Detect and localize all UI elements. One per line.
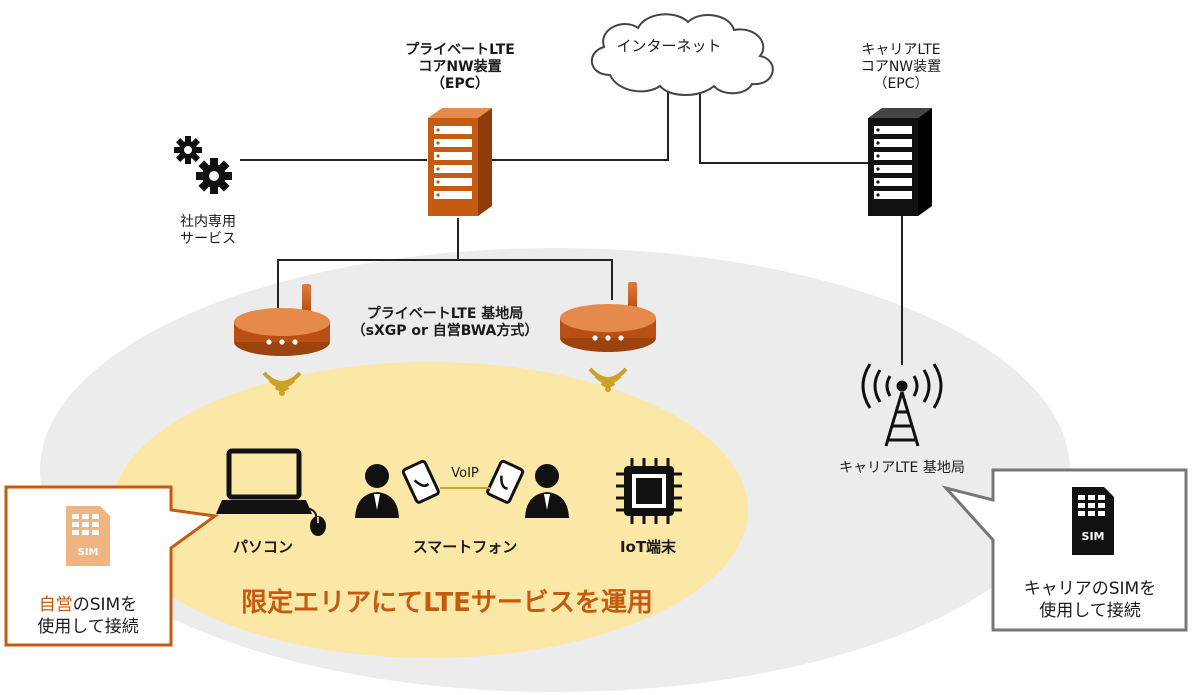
private-lte-area <box>112 362 748 658</box>
wifi-signal-left-icon <box>262 371 302 396</box>
own-sim-callout-box <box>4 485 219 647</box>
iot-chip-icon <box>616 458 682 524</box>
carrier-sim-callout-line2: 使用して接続 <box>1039 601 1141 622</box>
carrier-base-station-label: キャリアLTE 基地局 <box>839 460 965 476</box>
own-sim-card-icon <box>66 506 110 566</box>
smartphone-users-icon <box>355 459 569 518</box>
internal-service-label-line1: 社内専用 <box>180 214 236 230</box>
private-base-station-left-icon <box>234 284 330 356</box>
own-sim-callout-text: 自営のSIMを 使用して接続 <box>8 594 168 638</box>
gears-icon <box>174 136 232 194</box>
smartphone-label: スマートフォン <box>412 538 518 556</box>
private-epc-label-line2: コアNW装置 <box>418 58 502 75</box>
private-epc-server-icon <box>428 108 492 216</box>
own-sim-highlight: 自営 <box>38 595 73 615</box>
own-sim-icon-text: SIM <box>77 547 99 558</box>
laptop-icon <box>216 448 326 536</box>
carrier-epc-label: キャリアLTE コアNW装置 （EPC） <box>830 42 972 92</box>
internet-cloud-icon <box>591 13 774 96</box>
private-epc-label-line3: （EPC） <box>430 75 490 92</box>
own-sim-callout-line1: 自営のSIMを <box>8 594 168 616</box>
carrier-sim-callout-line1: キャリアのSIMを <box>1023 579 1157 599</box>
own-sim-line1-rest: のSIMを <box>72 595 138 615</box>
carrier-epc-label-line1: キャリアLTE <box>861 42 941 58</box>
carrier-sim-callout-box <box>941 468 1188 632</box>
private-base-station-label-line2: （sXGP or 自営BWA方式） <box>351 322 539 339</box>
voip-label: VoIP <box>451 466 479 481</box>
carrier-epc-label-line3: （EPC） <box>873 75 929 92</box>
internal-service-label-line2: サービス <box>180 230 236 247</box>
pc-label: パソコン <box>232 538 293 556</box>
carrier-sim-callout-text: キャリアのSIMを 使用して接続 <box>996 578 1184 622</box>
carrier-sim-card-icon <box>1072 487 1114 555</box>
iot-device-label: IoT端末 <box>619 538 677 556</box>
own-sim-callout-line2: 使用して接続 <box>37 617 139 638</box>
private-base-station-right-icon <box>560 282 656 352</box>
carrier-tower-icon <box>861 363 943 447</box>
carrier-epc-label-line2: コアNW装置 <box>860 58 942 75</box>
carrier-sim-icon-text: SIM <box>1081 530 1105 543</box>
private-epc-label-line1: プライベートLTE <box>405 42 515 58</box>
carrier-epc-server-icon <box>868 108 932 216</box>
private-base-station-label-line1: プライベートLTE 基地局 <box>366 306 524 322</box>
wifi-signal-right-icon <box>588 367 628 392</box>
private-epc-label: プライベートLTE コアNW装置 （EPC） <box>380 42 540 92</box>
area-caption: 限定エリアにてLTEサービスを運用 <box>241 588 653 618</box>
internet-label: インターネット <box>616 37 722 55</box>
private-base-station-label: プライベートLTE 基地局 （sXGP or 自営BWA方式） <box>330 306 560 340</box>
internal-service-label: 社内専用 サービス <box>158 214 258 248</box>
connection-lines <box>240 88 903 365</box>
